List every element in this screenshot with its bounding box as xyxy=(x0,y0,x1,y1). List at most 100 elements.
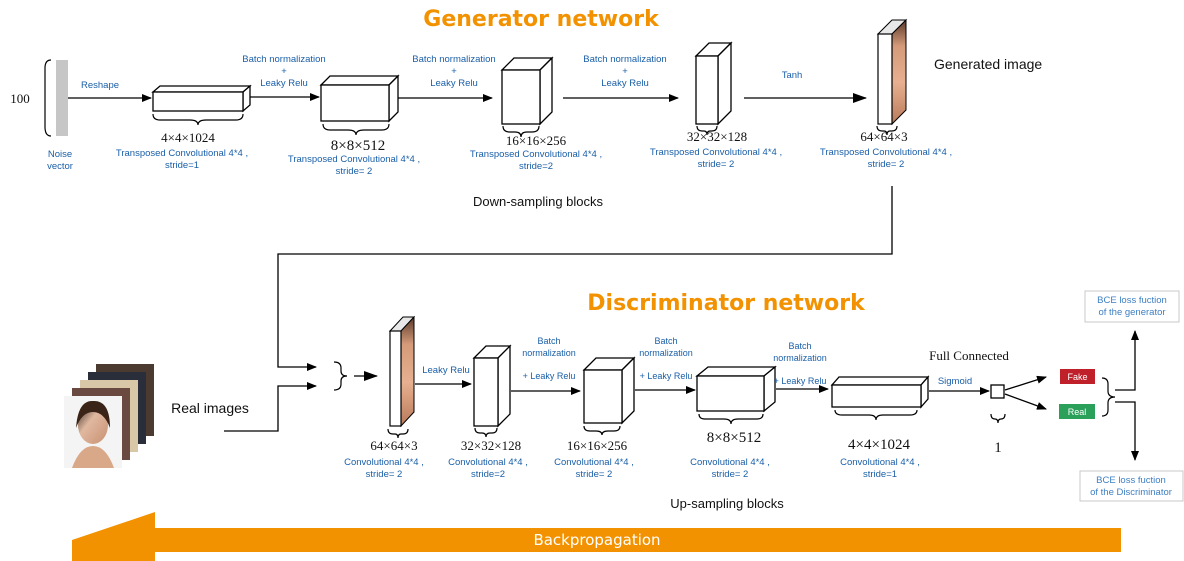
disc-batch-label-2: Batch xyxy=(537,336,560,346)
discriminator-title: Discriminator network xyxy=(587,291,866,316)
gen-size-4: 32×32×128 xyxy=(687,129,747,144)
disc-brace-5 xyxy=(834,409,918,421)
merge-brace xyxy=(333,361,348,391)
gen-brace-3 xyxy=(502,125,540,138)
real-badge xyxy=(1059,404,1095,419)
real-images-stack xyxy=(64,364,154,468)
output-merge-brace xyxy=(1101,377,1116,417)
bce-discriminator-box xyxy=(1079,470,1184,502)
gen-conv-1: Transposed Convolutional 4*4 , xyxy=(116,148,248,159)
disc-size-4: 8×8×512 xyxy=(707,430,761,446)
disc-brace-4 xyxy=(698,413,764,425)
gen-leaky-3: Leaky Relu xyxy=(601,78,649,89)
gen-brace-2 xyxy=(322,123,390,136)
disc-conv-5: Convolutional 4*4 , xyxy=(840,457,920,468)
disc-stride-4: stride= 2 xyxy=(712,469,749,480)
disc-stride-1: stride= 2 xyxy=(366,469,403,480)
disc-stride-5: stride=1 xyxy=(863,469,897,480)
disc-norm-label-4: normalization xyxy=(773,353,827,363)
tanh-label: Tanh xyxy=(782,70,803,81)
disc-block-2 xyxy=(472,344,512,428)
fake-badge xyxy=(1060,369,1095,384)
gen-leaky-2: Leaky Relu xyxy=(430,78,478,89)
disc-size-3: 16×16×256 xyxy=(567,438,628,453)
disc-block-3 xyxy=(582,356,636,425)
down-sampling-label: Down-sampling blocks xyxy=(473,194,604,209)
disc-size-2: 32×32×128 xyxy=(461,438,521,453)
disc-norm-label-3: normalization xyxy=(639,348,693,358)
gen-stride-3: stride=2 xyxy=(519,161,553,172)
disc-batch-label-4: Batch xyxy=(788,341,811,351)
disc-block-5 xyxy=(830,375,930,409)
gen-conv-5: Transposed Convolutional 4*4 , xyxy=(820,147,952,158)
reshape-label: Reshape xyxy=(81,80,119,91)
gen-size-2: 8×8×512 xyxy=(331,138,385,154)
gen-stride-1: stride=1 xyxy=(165,160,199,171)
gen-stride-4: stride= 2 xyxy=(698,159,735,170)
disc-stride-2: stride=2 xyxy=(471,469,505,480)
fake-label: Fake xyxy=(1067,372,1087,382)
fake-arrow xyxy=(1004,375,1047,391)
disc-norm-label-2: normalization xyxy=(522,348,576,358)
disc-conv-2: Convolutional 4*4 , xyxy=(448,457,528,468)
noise-vector xyxy=(44,59,68,137)
gen-bn-label-2: Batch normalization xyxy=(412,54,495,65)
to-discriminator-loss-arrow xyxy=(1115,401,1139,461)
generator-title: Generator network xyxy=(423,7,660,32)
gen-plus-1: + xyxy=(281,66,287,77)
disc-block-4 xyxy=(695,365,777,413)
gen-brace-1 xyxy=(152,113,244,126)
gen-plus-3: + xyxy=(622,66,628,77)
gen-size-1: 4×4×1024 xyxy=(161,130,215,145)
gen-block-3 xyxy=(500,56,554,126)
disc-leaky-label-1: Leaky Relu xyxy=(422,365,470,376)
disc-input-image xyxy=(388,315,416,428)
gen-size-5: 64×64×3 xyxy=(860,129,907,144)
real-label: Real xyxy=(1068,407,1087,417)
bce-generator-label: BCE loss fuction xyxy=(1097,295,1167,306)
gen-conv-4: Transposed Convolutional 4*4 , xyxy=(650,147,782,158)
generated-image xyxy=(876,18,908,126)
disc-plus-leaky-4: + Leaky Relu xyxy=(774,376,827,386)
gen-conv-2: Transposed Convolutional 4*4 , xyxy=(288,154,420,165)
backpropagation-label: Backpropagation xyxy=(533,531,660,549)
gen-stride-5: stride= 2 xyxy=(868,159,905,170)
disc-plus-leaky-2: + Leaky Relu xyxy=(523,371,576,381)
gen-bn-label-1: Batch normalization xyxy=(242,54,325,65)
gen-block-1 xyxy=(151,84,252,113)
disc-brace-1 xyxy=(387,428,409,439)
disc-conv-4: Convolutional 4*4 , xyxy=(690,457,770,468)
disc-size-1: 64×64×3 xyxy=(370,438,417,453)
disc-conv-3: Convolutional 4*4 , xyxy=(554,457,634,468)
generated-image-label: Generated image xyxy=(934,56,1042,72)
up-sampling-label: Up-sampling blocks xyxy=(670,496,784,511)
sigmoid-label: Sigmoid xyxy=(938,376,972,387)
bce-generator-box xyxy=(1084,290,1180,323)
gen-bn-label-3: Batch normalization xyxy=(583,54,666,65)
disc-size-5: 4×4×1024 xyxy=(848,437,910,453)
real-images-label: Real images xyxy=(171,400,249,416)
gen-conv-3: Transposed Convolutional 4*4 , xyxy=(470,149,602,160)
noise-label-2: vector xyxy=(47,161,73,172)
real-images-arrow xyxy=(224,382,317,432)
noise-size-label: 100 xyxy=(10,91,30,106)
disc-brace-3 xyxy=(583,425,621,436)
bce-discriminator-label: BCE loss fuction xyxy=(1096,475,1166,486)
disc-conv-1: Convolutional 4*4 , xyxy=(344,457,424,468)
output-size: 1 xyxy=(994,440,1002,456)
gen-size-3: 16×16×256 xyxy=(506,133,567,148)
backpropagation-arrow xyxy=(72,512,1121,561)
real-arrow xyxy=(1004,393,1047,410)
output-brace xyxy=(990,413,1006,424)
gen-brace-4 xyxy=(696,125,718,136)
gen-leaky-1: Leaky Relu xyxy=(260,78,308,89)
gen-brace-5 xyxy=(876,125,898,136)
disc-brace-2 xyxy=(474,427,498,438)
bce-discriminator-label-2: of the Discriminator xyxy=(1090,487,1172,498)
disc-stride-3: stride= 2 xyxy=(576,469,613,480)
full-connected-label: Full Connected xyxy=(929,348,1009,363)
gen-block-2 xyxy=(319,74,400,123)
noise-label: Noise xyxy=(48,149,72,160)
output-neuron xyxy=(990,384,1005,399)
bce-generator-label-2: of the generator xyxy=(1098,307,1165,318)
